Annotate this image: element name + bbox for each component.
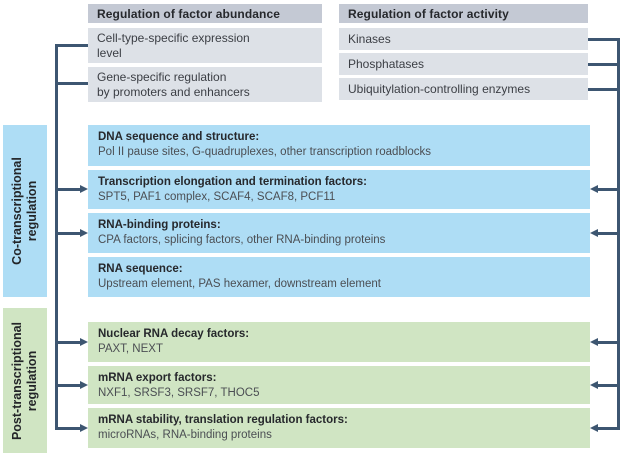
box-detail: Upstream element, PAS hexamer, downstrea… [98,278,381,290]
right-arrow-into-rna-binding-proteins-icon [590,229,619,236]
box-title: mRNA export factors: [98,372,217,384]
right-arrow-into-elongation-factors-icon [590,185,619,192]
box-mrna-export-factors: mRNA export factors: NXF1, SRSF3, SRSF7,… [88,366,590,404]
box-detail: NXF1, SRSF3, SRSF7, THOC5 [98,387,260,399]
left-arrow-into-mrna-export-factors-icon [56,381,88,388]
left-connector-vertical-line [55,44,58,430]
box-detail: microRNAs, RNA-binding proteins [98,429,272,441]
right-stub-kinases [588,38,619,41]
left-arrow-into-mrna-stability-factors-icon [56,424,88,431]
right-arrow-into-nuclear-decay-factors-icon [590,338,619,345]
left-arrow-into-rna-binding-proteins-icon [56,229,88,236]
box-kinases: Kinases [339,28,588,50]
box-gene-specific-regulation: Gene-specific regulation by promoters an… [88,67,322,102]
sidebar-post-transcriptional-regulation: Post-transcriptional regulation [3,308,47,453]
box-rna-binding-proteins: RNA-binding proteins: CPA factors, splic… [88,213,590,253]
box-title: RNA sequence: [98,263,183,275]
sidebar-co-transcriptional-regulation: Co-transcriptional regulation [3,125,47,297]
box-title: mRNA stability, translation regulation f… [98,414,348,426]
left-arrow-into-nuclear-decay-factors-icon [56,338,88,345]
header-regulation-of-factor-activity: Regulation of factor activity [339,4,588,23]
box-ubiquitylation-controlling-enzymes: Ubiquitylation-controlling enzymes [339,78,588,100]
box-detail: PAXT, NEXT [98,343,163,355]
box-cell-type-specific-expression: Cell-type-specific expression level [88,28,322,63]
right-arrow-into-mrna-export-factors-icon [590,381,619,388]
right-stub-ubiquitylation-enzymes [588,88,619,91]
box-title: Transcription elongation and termination… [98,176,367,188]
box-detail: CPA factors, splicing factors, other RNA… [98,234,386,246]
header-regulation-of-factor-abundance: Regulation of factor abundance [88,4,322,23]
box-detail: SPT5, PAF1 complex, SCAF4, SCAF8, PCF11 [98,191,336,203]
box-title: RNA-binding proteins: [98,219,221,231]
box-phosphatases: Phosphatases [339,53,588,75]
sidebar-co-transcriptional-label: Co-transcriptional regulation [10,157,39,265]
right-stub-phosphatases [588,63,619,66]
box-detail: Pol II pause sites, G-quadruplexes, othe… [98,146,432,158]
box-rna-sequence: RNA sequence: Upstream element, PAS hexa… [88,257,590,297]
left-stub-gene-specific-regulation [55,82,88,85]
box-title: DNA sequence and structure: [98,131,260,143]
box-transcription-elongation-termination-factors: Transcription elongation and termination… [88,170,590,209]
sidebar-post-transcriptional-label: Post-transcriptional regulation [10,321,39,440]
box-mrna-stability-translation-regulation-factors: mRNA stability, translation regulation f… [88,408,590,448]
box-nuclear-rna-decay-factors: Nuclear RNA decay factors: PAXT, NEXT [88,322,590,362]
box-title: Nuclear RNA decay factors: [98,328,250,340]
right-arrow-into-mrna-stability-factors-icon [590,424,619,431]
left-stub-cell-type-expression [55,44,88,47]
left-arrow-into-elongation-factors-icon [56,185,88,192]
box-dna-sequence-and-structure: DNA sequence and structure: Pol II pause… [88,125,590,166]
